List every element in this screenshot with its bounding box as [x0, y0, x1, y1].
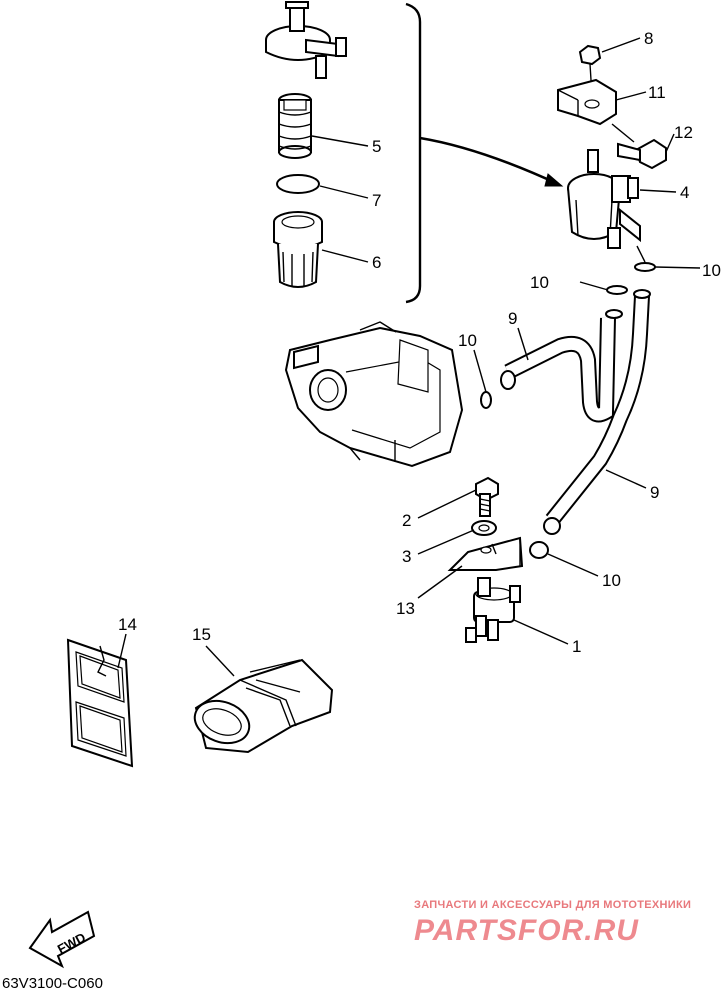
fuel-tap-assembly: [447, 476, 524, 643]
filter-element-drawing: [278, 93, 312, 159]
callout-5: 5: [372, 137, 381, 156]
fuel-pump-drawing: [567, 149, 641, 249]
callout-14: 14: [118, 615, 137, 634]
diagram-code: 63V3100-C060: [2, 975, 103, 991]
callout-1: 1: [572, 637, 581, 656]
fuel-filter-assembly-exploded: [265, 1, 422, 304]
tap-bracket-drawing: [447, 536, 524, 571]
fuel-pump-assembly: [557, 44, 667, 295]
callout-8: 8: [644, 29, 653, 48]
fuel-tap-drawing: [465, 577, 521, 643]
callout-10-right: 10: [702, 261, 721, 280]
callout-13: 13: [396, 599, 415, 618]
clip-drawing: [480, 391, 492, 409]
filter-head-drawing: [265, 1, 347, 79]
o-ring-drawing: [276, 174, 320, 194]
clip-drawing: [606, 285, 628, 295]
bolt-drawing: [611, 123, 667, 170]
callout-labels: 8 11 12 4 5 7 6 10 10 10 9 9 2 3 10 13 1…: [118, 29, 721, 656]
filter-cup-drawing: [273, 211, 323, 288]
leader-lines: [117, 37, 701, 677]
clip-drawing: [529, 541, 549, 559]
forward-direction-arrow: FWD: [28, 910, 96, 969]
callout-4: 4: [680, 183, 689, 202]
assembly-arrow: [419, 136, 559, 186]
callout-11: 11: [648, 83, 666, 102]
grommet-drawing: [193, 658, 334, 754]
callout-6: 6: [372, 253, 381, 272]
carburetor-drawing: [284, 321, 464, 468]
nut-drawing: [578, 44, 602, 66]
fuel-hoses: [480, 289, 651, 559]
callout-10-center: 10: [530, 273, 549, 292]
label-sticker-drawing: [66, 638, 134, 768]
callout-10-carb: 10: [458, 331, 477, 350]
callout-10-lower: 10: [602, 571, 621, 590]
callout-15: 15: [192, 625, 211, 644]
assembly-brace: [405, 2, 422, 304]
callout-3: 3: [402, 547, 411, 566]
callout-7: 7: [372, 191, 381, 210]
bracket-drawing: [557, 78, 617, 126]
watermark: ЗАПЧАСТИ И АКСЕССУАРЫ ДЛЯ МОТОТЕХНИКИ PA…: [414, 899, 691, 947]
callout-12: 12: [674, 123, 693, 142]
callout-9-upper: 9: [508, 309, 517, 328]
screw-drawing: [475, 476, 499, 517]
assembly-arrowhead: [544, 173, 564, 187]
watermark-tagline: ЗАПЧАСТИ И АКСЕССУАРЫ ДЛЯ МОТОТЕХНИКИ: [414, 899, 691, 911]
callout-2: 2: [402, 511, 411, 530]
callout-9-lower: 9: [650, 483, 659, 502]
clip-drawing: [634, 262, 656, 272]
watermark-brand: PARTSFOR.RU: [414, 914, 639, 947]
